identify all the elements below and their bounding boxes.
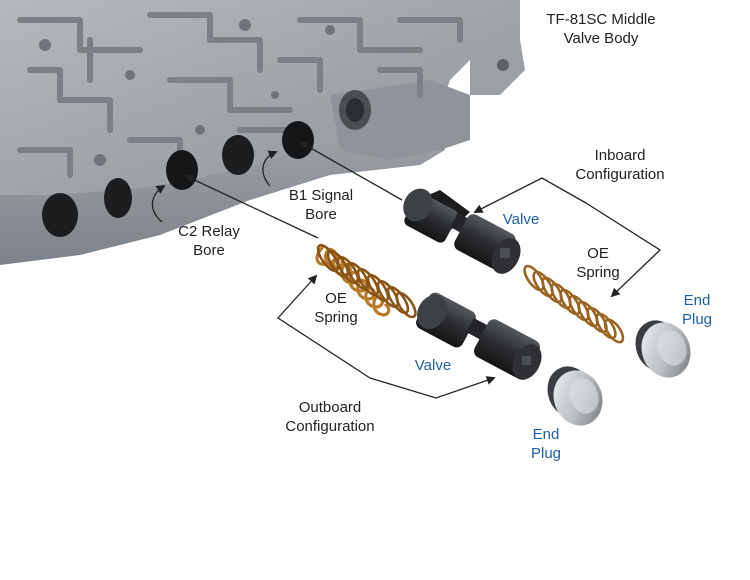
outboard-line-2: Configuration: [285, 418, 375, 435]
outboard-valve-label: Valve: [414, 357, 452, 374]
inboard-end-plug-label: End Plug: [672, 291, 722, 329]
title-line-2: Valve Body: [563, 30, 639, 47]
outboard-plug-line-1: End: [532, 426, 560, 443]
outboard-plug-line-2: Plug: [530, 445, 562, 462]
diagram-title: TF-81SC Middle Valve Body: [526, 10, 676, 48]
outboard-spring-coils: [316, 243, 417, 319]
b1-label-arrow: [262, 150, 278, 187]
outboard-arrow-valve: [369, 376, 496, 399]
casting-ports: [39, 19, 335, 166]
outboard-spring-line-1: OE: [325, 290, 347, 307]
inboard-plug-line-2: Plug: [681, 311, 713, 328]
inboard-oe-spring: [523, 264, 625, 344]
c2-bore-arrow: [184, 174, 319, 239]
b1-line-1: B1 Signal: [288, 187, 354, 204]
c2-relay-bore-label: C2 Relay Bore: [166, 222, 252, 260]
outboard-spring-line-2: Spring: [314, 309, 358, 326]
outboard-end-plug-label: End Plug: [521, 425, 571, 463]
inboard-line-1: Inboard: [594, 147, 646, 164]
inboard-plug-line-1: End: [683, 292, 711, 309]
b1-line-2: Bore: [305, 206, 337, 223]
inboard-arrow-spring: [585, 202, 662, 298]
inboard-valve-label: Valve: [502, 211, 540, 228]
b1-bore-arrow: [298, 141, 403, 201]
inboard-spring-line-1: OE: [587, 245, 609, 262]
leader-lines: [151, 141, 662, 399]
title-line-1: TF-81SC Middle: [546, 11, 656, 28]
outboard-oe-spring-label: OE Spring: [304, 289, 368, 327]
inboard-configuration-label: Inboard Configuration: [560, 146, 680, 184]
outboard-line-1: Outboard: [298, 399, 362, 416]
outboard-arrow-spring: [277, 274, 371, 379]
outboard-end-plug: [547, 366, 603, 426]
c2-line-1: C2 Relay: [178, 223, 240, 240]
inboard-arrow-valve: [473, 177, 587, 213]
inboard-end-plug: [635, 320, 691, 378]
outboard-valve: [416, 292, 542, 380]
inboard-oe-spring-label: OE Spring: [566, 244, 630, 282]
c2-label-arrow: [151, 185, 166, 223]
inboard-spring-line-2: Spring: [576, 264, 620, 281]
inboard-line-2: Configuration: [575, 166, 665, 183]
inboard-valve: [403, 188, 521, 274]
b1-signal-bore-label: B1 Signal Bore: [276, 186, 366, 224]
c2-line-2: Bore: [193, 242, 225, 259]
outboard-configuration-label: Outboard Configuration: [270, 398, 390, 436]
fluid-channels: [17, 12, 463, 178]
